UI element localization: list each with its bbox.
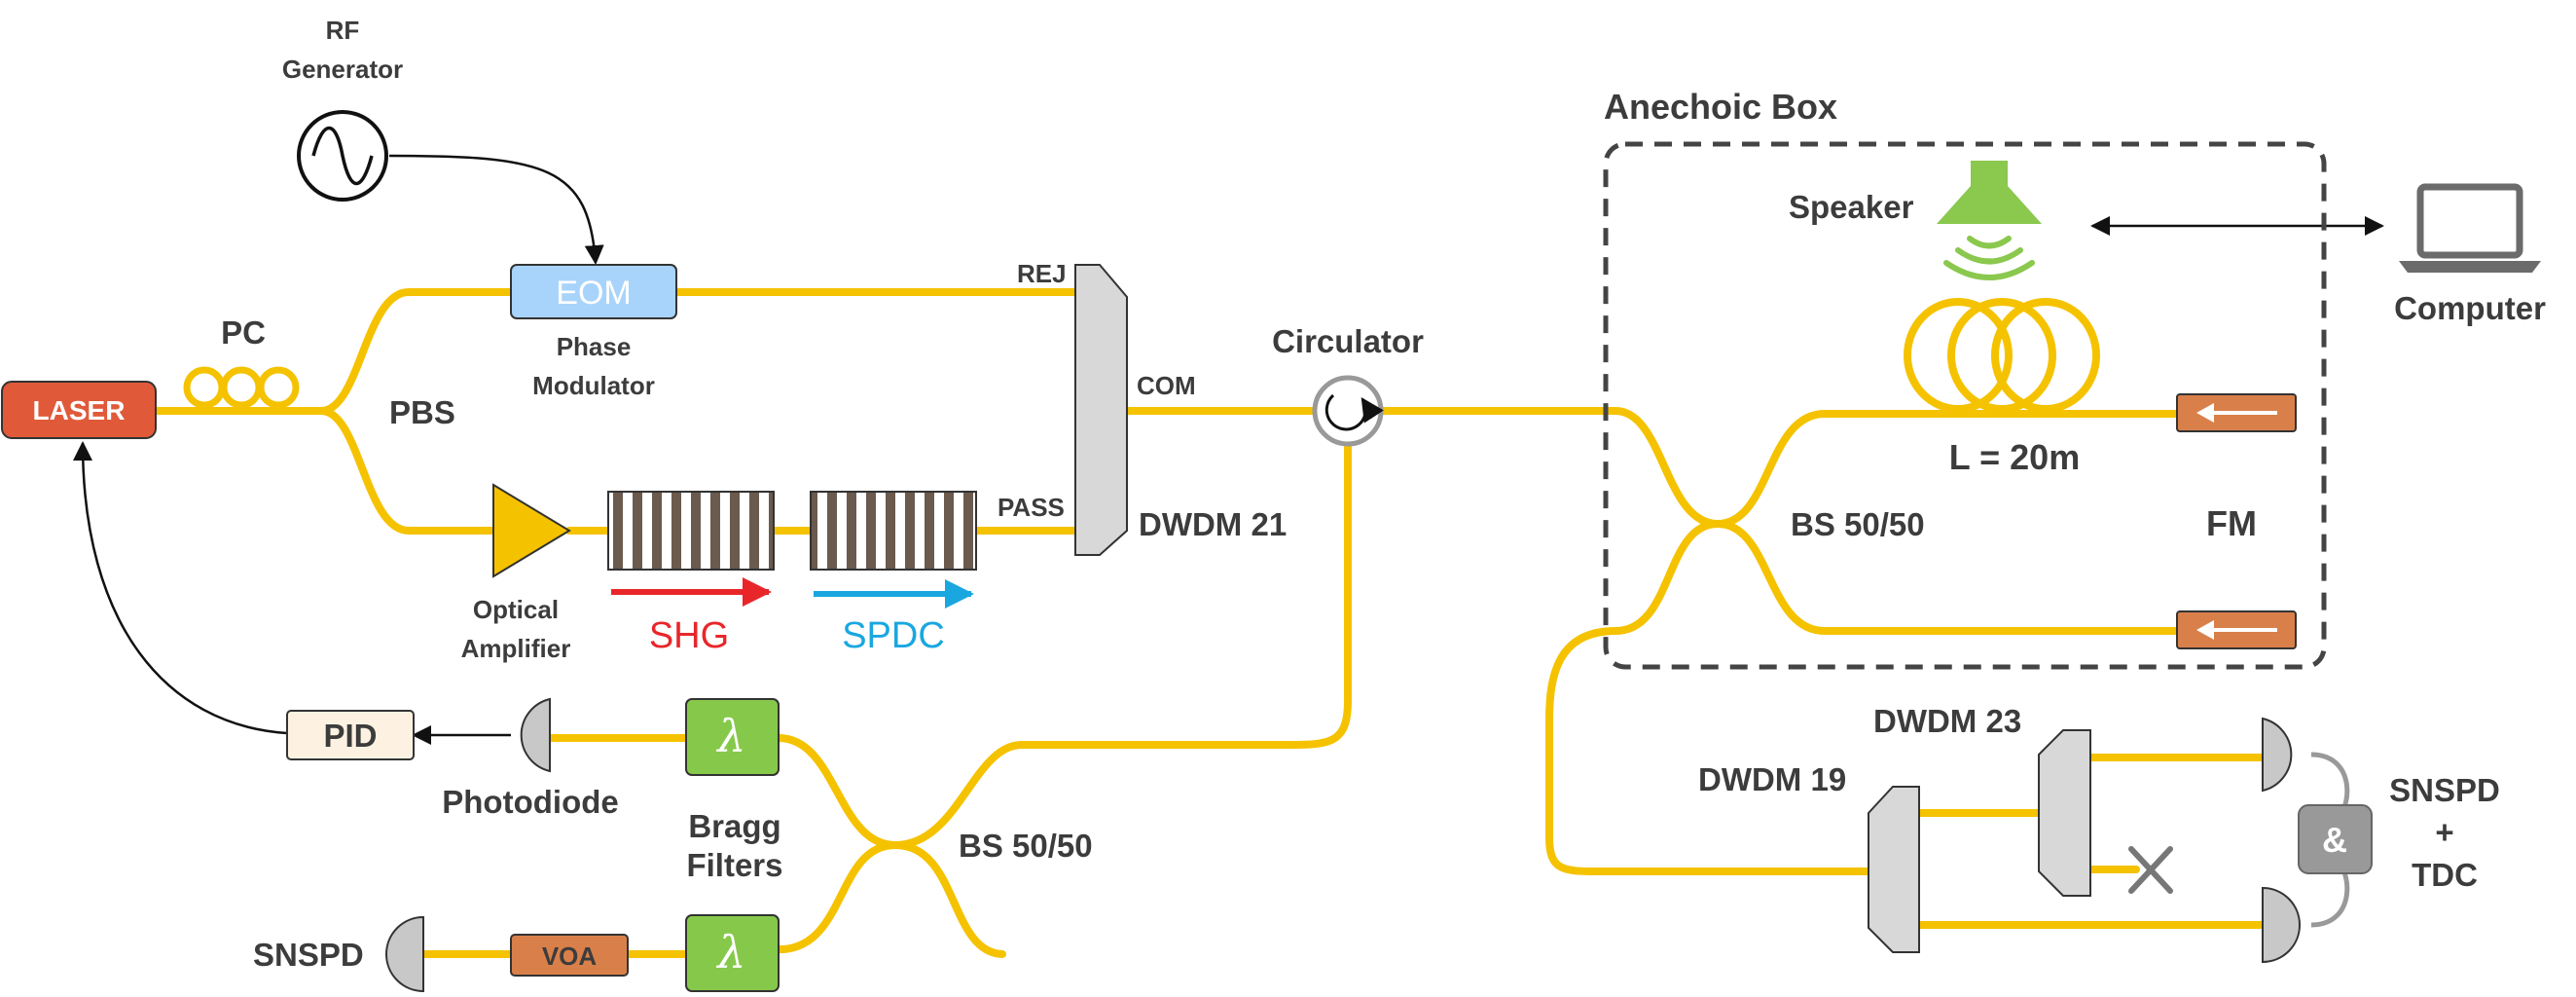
snspd-left: SNSPD xyxy=(253,915,424,993)
circulator-label: Circulator xyxy=(1272,323,1424,359)
laser-label: LASER xyxy=(33,395,126,425)
optical-amplifier: Optical Amplifier xyxy=(461,483,571,663)
bragg-filter-upper: λ xyxy=(685,698,780,776)
sound-waves-icon xyxy=(1943,236,2035,280)
and-gate: & xyxy=(2298,804,2373,874)
dwdm-23: DWDM 23 xyxy=(1873,703,2091,897)
pc-label: PC xyxy=(221,314,266,351)
rf-generator-label-2: Generator xyxy=(282,55,403,84)
bs-left-label: BS 50/50 xyxy=(959,828,1093,864)
fiber-coil xyxy=(1904,298,2181,418)
dwdm-21: REJ COM PASS DWDM 21 xyxy=(998,259,1287,556)
photodiode: Photodiode xyxy=(442,697,619,820)
faraday-mirror-lower xyxy=(2176,610,2297,649)
laser: LASER xyxy=(1,381,157,439)
optical-amplifier-label-1: Optical xyxy=(473,595,559,624)
lambda-upper: λ xyxy=(715,710,745,762)
fiber-bs-left-upper xyxy=(546,734,899,849)
snspd-left-label: SNSPD xyxy=(253,937,364,973)
snspd-tdc-label-3: TDC xyxy=(2412,857,2478,893)
pid: PID xyxy=(286,710,415,760)
fiber-pbs-upper xyxy=(298,288,515,415)
fm-label: FM xyxy=(2206,503,2257,543)
phase-modulator-label-1: Phase xyxy=(557,332,632,361)
dwdm-19: DWDM 19 xyxy=(1698,761,1920,953)
coil-length-label: L = 20m xyxy=(1949,437,2080,477)
bragg-filters-label-2: Filters xyxy=(686,847,782,883)
pid-label: PID xyxy=(323,718,377,754)
dwdm23-label: DWDM 23 xyxy=(1873,703,2021,739)
computer-label: Computer xyxy=(2394,290,2546,326)
spdc-label: SPDC xyxy=(842,615,945,656)
dwdm19-label: DWDM 19 xyxy=(1698,761,1846,797)
laptop-icon xyxy=(2399,183,2541,273)
wire-pid-laser xyxy=(73,441,288,735)
rej-label: REJ xyxy=(1017,259,1067,288)
voa-label: VOA xyxy=(542,942,598,971)
wire-rf-eom xyxy=(388,154,604,265)
rf-generator: RF Generator xyxy=(282,16,403,202)
fibers xyxy=(152,288,2267,958)
fiber-bs-left-open xyxy=(891,841,1006,958)
polarization-controller: PC xyxy=(183,314,300,409)
anechoic-box: Anechoic Box xyxy=(1603,87,2327,670)
fiber-bs-right-fm xyxy=(1714,520,2181,635)
fiber-circulator-bs-left xyxy=(891,439,1352,849)
detector-lower xyxy=(2262,886,2301,964)
anechoic-box-label: Anechoic Box xyxy=(1604,87,1837,127)
circulator: Circulator xyxy=(1272,323,1424,447)
fiber-pbs-lower xyxy=(317,407,495,535)
speaker: Speaker xyxy=(1789,161,2042,280)
computer: Computer xyxy=(2394,183,2546,326)
and-gate-label: & xyxy=(2322,820,2347,860)
fiber-circulator-bs-right xyxy=(1376,407,1722,528)
pass-label: PASS xyxy=(998,493,1065,522)
bragg-filters-label-1: Bragg xyxy=(688,808,780,844)
lambda-lower: λ xyxy=(715,926,745,979)
dwdm21-label: DWDM 21 xyxy=(1139,506,1287,542)
photodiode-label: Photodiode xyxy=(442,784,618,820)
bragg-filter-lower: λ xyxy=(685,914,780,992)
snspd-tdc-label-1: SNSPD xyxy=(2389,772,2500,808)
circulator-icon xyxy=(1324,393,1384,431)
fiber-bs-right-dwdm19 xyxy=(1545,520,1877,875)
cross-icon xyxy=(2128,846,2173,894)
eom-label: EOM xyxy=(556,275,631,312)
eom: EOM Phase Modulator xyxy=(510,264,677,400)
pbs-label: PBS xyxy=(389,394,455,430)
snspd-tdc-label-2: + xyxy=(2435,814,2453,850)
shg-crystal: SHG xyxy=(607,491,775,656)
bs-right-label: BS 50/50 xyxy=(1791,506,1925,542)
com-label: COM xyxy=(1137,371,1196,400)
voa: VOA xyxy=(510,934,629,977)
optical-amplifier-label-2: Amplifier xyxy=(461,634,571,663)
speaker-label: Speaker xyxy=(1789,189,1914,225)
faraday-mirror-upper xyxy=(2176,393,2297,432)
shg-label: SHG xyxy=(649,615,729,656)
detector-upper xyxy=(2262,717,2293,793)
phase-modulator-label-2: Modulator xyxy=(532,371,655,400)
speaker-icon xyxy=(1937,161,2042,224)
sine-wave-icon xyxy=(311,126,374,186)
spdc-crystal: SPDC xyxy=(810,491,977,656)
fiber-bs-left-lower xyxy=(775,841,899,953)
rf-generator-label-1: RF xyxy=(326,16,360,45)
fiber-bs-right-coil xyxy=(1714,410,2181,528)
